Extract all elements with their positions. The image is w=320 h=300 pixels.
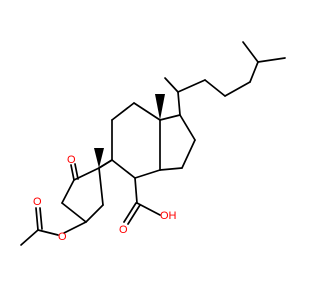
bond (39, 207, 43, 230)
acetate-ester-oxygen-label: O (58, 231, 67, 243)
bond (123, 202, 137, 223)
cyclopentane-ring (159, 114, 196, 171)
bond (177, 79, 206, 93)
wedge-bond (155, 94, 165, 120)
bond (134, 177, 138, 204)
cyclohexanone-ring (61, 167, 104, 223)
acid-carbonyl-oxygen-label: O (119, 224, 128, 236)
acid-hydroxyl-label: OH (160, 210, 177, 222)
bond (181, 139, 196, 169)
ketone-oxygen-label: O (67, 154, 76, 166)
bond (249, 61, 259, 83)
bond (70, 164, 75, 181)
bond (61, 179, 75, 204)
bond (98, 159, 113, 169)
acetate-carbonyl-oxygen-label: O (33, 196, 42, 208)
bond (177, 91, 181, 116)
acetate-ester-group: O O (20, 196, 87, 246)
bond (20, 229, 39, 246)
bond (133, 102, 161, 121)
bond (164, 77, 179, 93)
wedge-bond (94, 148, 104, 168)
bond (242, 41, 259, 63)
bond (111, 102, 135, 121)
bond (127, 204, 141, 225)
cyclohexane-ring (111, 102, 161, 179)
bond (74, 163, 79, 180)
ketone-group: O (67, 154, 79, 181)
bond (204, 79, 226, 97)
bond (98, 167, 104, 206)
side-chain (164, 41, 286, 116)
bond (179, 114, 196, 141)
bond (61, 202, 87, 223)
bond (224, 81, 251, 97)
bond (159, 114, 181, 121)
bond (35, 207, 39, 231)
molecular-structure-diagram: O OH O O O (20, 41, 286, 246)
bond (257, 57, 286, 63)
carboxylic-acid-group: O OH (119, 177, 177, 236)
bond (159, 167, 183, 171)
bond (63, 221, 87, 234)
bond (37, 229, 59, 236)
bond (111, 159, 136, 179)
bond (85, 204, 104, 223)
bond (134, 169, 161, 179)
